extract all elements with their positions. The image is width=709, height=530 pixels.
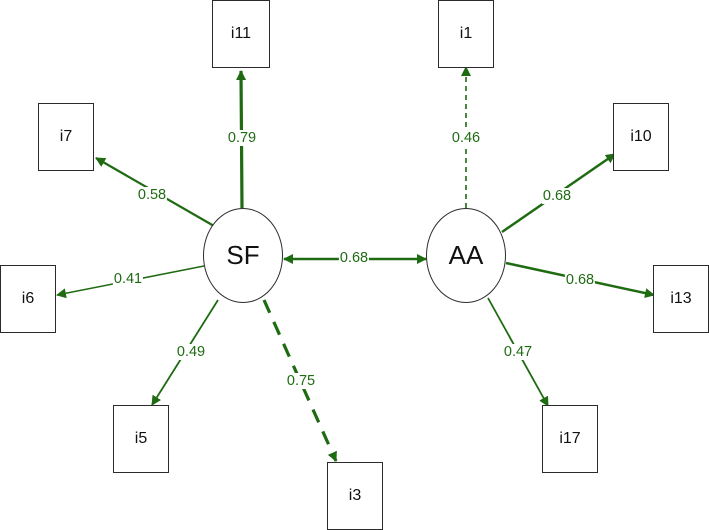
item-box-i17: i17 xyxy=(542,405,598,473)
loading-label-aa-i1: 0.46 xyxy=(450,130,482,146)
loading-label-aa-i13: 0.68 xyxy=(564,272,596,288)
loading-label-sf-i3: 0.75 xyxy=(285,373,317,389)
loading-label-sf-i6: 0.41 xyxy=(112,271,144,287)
item-box-i3: i3 xyxy=(327,462,383,530)
item-box-i5: i5 xyxy=(113,405,169,473)
loading-label-sf-i5: 0.49 xyxy=(175,344,207,360)
item-box-i10: i10 xyxy=(613,103,669,171)
item-box-i6: i6 xyxy=(0,265,56,333)
path-sf-i3 xyxy=(262,299,338,462)
loading-label-aa-i17: 0.47 xyxy=(502,344,534,360)
factor-aa: AA xyxy=(426,208,506,303)
item-box-i11: i11 xyxy=(212,0,270,68)
correlation-label-sf-aa: 0.68 xyxy=(338,250,370,266)
loading-label-sf-i11: 0.79 xyxy=(226,130,258,146)
item-box-i13: i13 xyxy=(653,265,709,333)
item-box-i7: i7 xyxy=(38,103,94,171)
loading-label-sf-i7: 0.58 xyxy=(136,187,168,203)
loading-label-aa-i10: 0.68 xyxy=(541,188,573,204)
item-box-i1: i1 xyxy=(438,0,494,68)
factor-sf: SF xyxy=(203,208,283,303)
